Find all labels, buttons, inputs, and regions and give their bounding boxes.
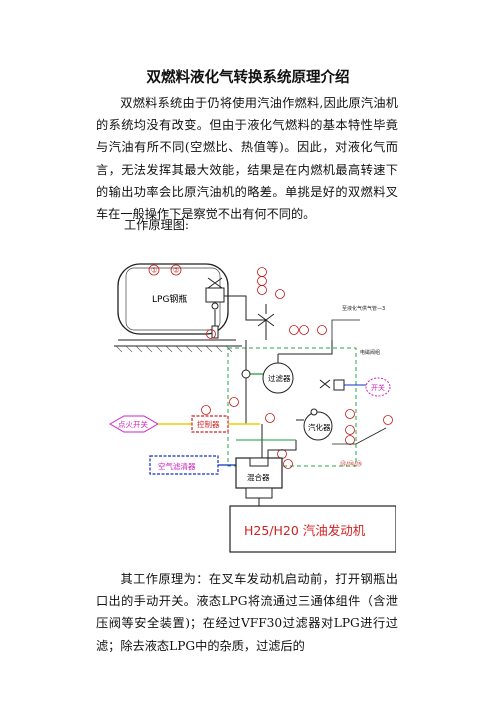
callout-2: ② [173, 267, 179, 275]
principle-paragraph: 其工作原理为：在叉车发动机启动前，打开钢瓶出口出的手动开关。液态LPG将流通过三… [96, 568, 398, 657]
callouts-tank: ① ② [148, 264, 285, 339]
ignition-switch: 点火开关 [108, 415, 192, 433]
air-filter-label: 空气滤清器 [158, 461, 196, 471]
intro-text: 双燃料系统由于仍将使用汽油作燃料,因此原汽油机的系统均没有改变。但由于液化气燃料… [96, 96, 398, 222]
switch-label: 开关 [371, 383, 385, 392]
mixer: 混合器 [235, 457, 283, 506]
pipe-note: 至液化气供气管—3 [342, 305, 385, 312]
filter: 过滤器 [262, 340, 333, 394]
diagram-caption: 工作原理图: [124, 218, 190, 232]
vaporizer-label: 汽化器 [308, 422, 331, 432]
vaporizer: 汽化器 [296, 408, 333, 441]
switch-node: 开关 [365, 377, 391, 397]
controller: 控制器 [191, 405, 260, 433]
page-title: 双燃料液化气转换系统原理介绍 [146, 69, 350, 86]
ignition-label: 点火开关 [118, 419, 148, 429]
callouts-right [229, 325, 393, 469]
callout-13-14-15: ⑬/⑭/⑮ [340, 460, 362, 468]
enclosure-box [227, 347, 357, 467]
controller-label: 控制器 [197, 419, 220, 429]
mixer-label: 混合器 [247, 472, 270, 482]
solenoid-valve [319, 379, 366, 391]
solenoid-note: 电磁阀组 [360, 349, 380, 356]
intro-paragraph: 双燃料系统由于仍将使用汽油作燃料,因此原汽油机的系统均没有改变。但由于液化气燃料… [96, 92, 398, 225]
engine-label: H25/H20 汽油发动机 [244, 523, 366, 538]
system-diagram: LPG钢瓶 ① ② [108, 263, 396, 553]
lpg-tank: LPG钢瓶 [114, 263, 242, 353]
tank-label: LPG钢瓶 [152, 293, 187, 305]
gasoline-engine: H25/H20 汽油发动机 [229, 505, 396, 553]
callout-1: ① [151, 267, 157, 275]
principle-text: 其工作原理为：在叉车发动机启动前，打开钢瓶出口出的手动开关。液态LPG将流通过三… [96, 572, 398, 653]
shutoff-valve [257, 304, 275, 327]
air-filter: 空气滤清器 [149, 455, 236, 475]
filter-label: 过滤器 [268, 373, 291, 383]
